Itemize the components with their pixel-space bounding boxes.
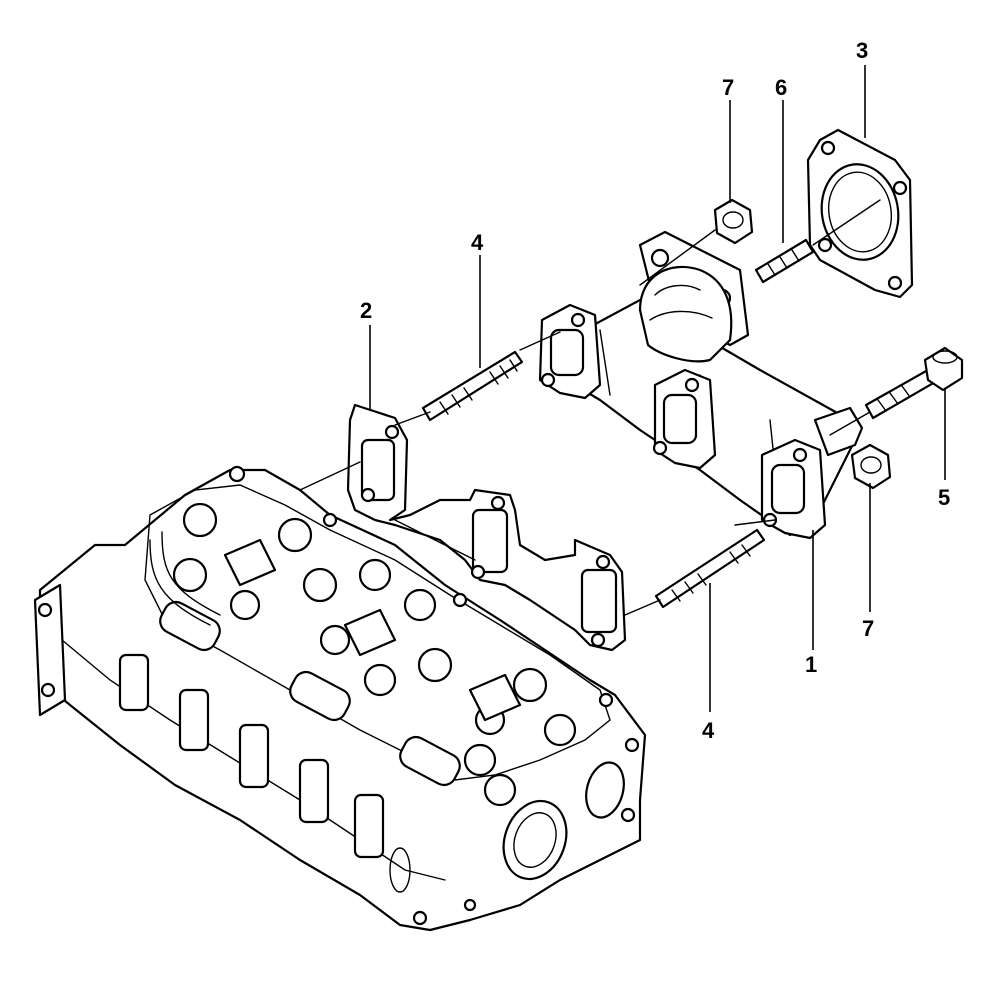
exhaust-manifold	[538, 230, 864, 540]
callout-4-lower: 4	[702, 718, 715, 743]
stud-bolt-lower	[654, 528, 766, 609]
callout-4-upper: 4	[471, 230, 484, 255]
nut-lower	[850, 443, 892, 490]
exhaust-manifold-gasket	[346, 403, 627, 652]
assembly-lines	[299, 199, 881, 616]
callout-6: 6	[775, 75, 787, 100]
callout-3: 3	[856, 38, 868, 63]
manifold-bolt	[864, 346, 964, 420]
callout-7-lower: 7	[862, 616, 874, 641]
outlet-stud	[754, 238, 815, 284]
callout-7-upper: 7	[722, 75, 734, 100]
callout-5: 5	[938, 485, 950, 510]
callout-2: 2	[360, 298, 372, 323]
stud-bolt-upper	[421, 350, 524, 422]
nut-upper	[713, 198, 754, 245]
cylinder-head	[33, 465, 647, 932]
callout-1: 1	[805, 652, 817, 677]
callout-numbers: 2 4 4 1 3 6 7 7 5	[360, 38, 950, 743]
leader-lines	[369, 65, 946, 712]
